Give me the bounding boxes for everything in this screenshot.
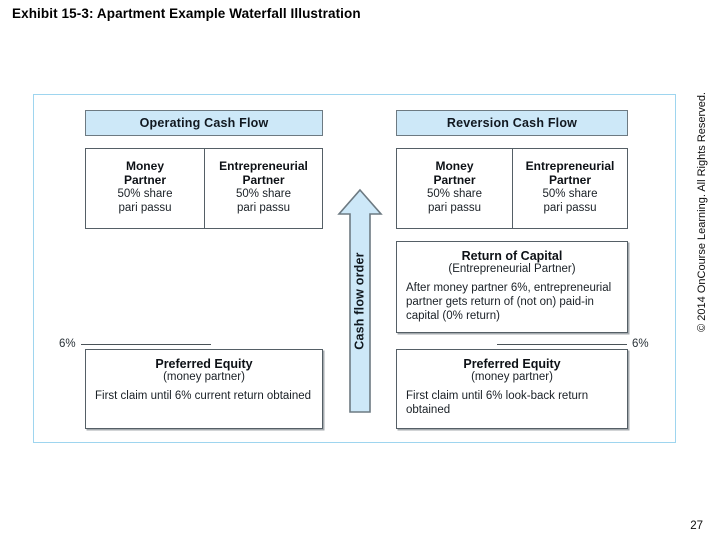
cash-flow-order-arrow: Cash flow order [336,188,384,414]
hurdle-marker-operating: 6% [59,338,211,350]
box-subtitle: (money partner) [163,371,245,384]
box-title: Preferred Equity [463,357,561,371]
box-body: First claim until 6% current return obta… [95,390,312,403]
hurdle-label: 6% [632,338,649,350]
partner-terms: pari passu [543,202,597,215]
return-of-capital-box: Return of Capital (Entrepreneurial Partn… [396,241,628,333]
box-subtitle: (Entrepreneurial Partner) [448,263,576,276]
preferred-equity-box-operating: Preferred Equity (money partner) First c… [85,349,323,429]
partner-terms: pari passu [118,202,172,215]
header-reversion-cash-flow-label: Reversion Cash Flow [446,116,578,130]
page-number: 27 [690,520,703,532]
partner-share: 50% share [236,188,291,201]
header-operating-cash-flow: Operating Cash Flow [85,110,323,136]
copyright-text: © 2014 OnCourse Learning. All Rights Res… [696,92,708,332]
box-subtitle: (money partner) [471,371,553,384]
partner-share: 50% share [542,188,598,201]
box-title: Preferred Equity [155,357,253,371]
partner-terms: pari passu [236,202,291,215]
page-title: Exhibit 15-3: Apartment Example Waterfal… [12,6,361,21]
header-reversion-cash-flow: Reversion Cash Flow [396,110,628,136]
header-operating-cash-flow-label: Operating Cash Flow [139,116,269,130]
copyright-notice: © 2014 OnCourse Learning. All Rights Res… [696,92,717,426]
box-title: Return of Capital [461,249,563,263]
box-body: After money partner 6%, entrepreneurial … [406,282,612,323]
hurdle-rule [80,343,211,345]
box-body: First claim until 6% look-back return ob… [406,390,589,417]
hurdle-label: 6% [59,338,76,350]
preferred-equity-box-reversion: Preferred Equity (money partner) First c… [396,349,628,429]
hurdle-rule [497,343,627,345]
partner-share: 50% share [117,188,173,201]
partner-terms: pari passu [427,202,482,215]
partner-share: 50% share [427,188,482,201]
hurdle-marker-reversion: 6% [497,338,649,350]
